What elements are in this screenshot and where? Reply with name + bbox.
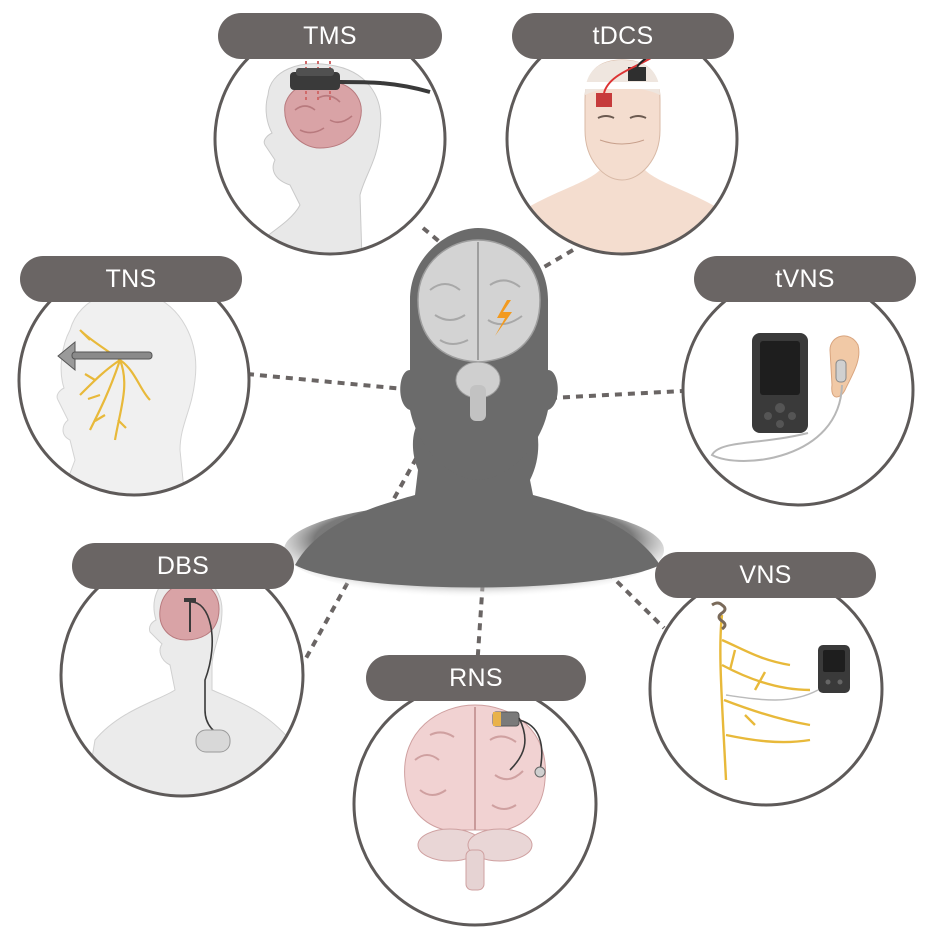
- connector-tvns: [549, 389, 684, 400]
- label-tms: TMS: [218, 13, 442, 59]
- dbs-pulse-generator-icon: [195, 729, 231, 753]
- label-vns: VNS: [655, 552, 876, 598]
- tvns-panel: [681, 273, 915, 507]
- tms-panel: [213, 22, 447, 256]
- label-tns: TNS: [20, 256, 242, 302]
- tns-illustration: [56, 290, 197, 495]
- lightning-icon: [495, 300, 512, 336]
- label-dbs: DBS: [72, 543, 294, 589]
- rns-implant-icon: [492, 711, 546, 778]
- tms-illustration: [238, 55, 431, 254]
- tns-panel: [17, 263, 251, 497]
- label-rns: RNS: [366, 655, 586, 701]
- vns-illustration: [711, 601, 850, 781]
- rns-panel: [352, 681, 598, 927]
- tvns-illustration: [710, 333, 860, 462]
- tms-coil-icon: [290, 68, 431, 94]
- dbs-illustration: [84, 574, 301, 796]
- tns-stimulator-icon: [57, 340, 153, 372]
- vns-panel: [648, 571, 884, 807]
- vns-device-icon: [818, 645, 850, 693]
- dbs-panel: [59, 552, 305, 798]
- connector-tns: [246, 372, 405, 391]
- label-tdcs: tDCS: [512, 13, 734, 59]
- central-head-icon: [284, 228, 664, 598]
- connector-tms: [421, 226, 496, 289]
- tdcs-panel: [505, 22, 739, 256]
- rns-illustration: [404, 704, 546, 891]
- label-tvns: tVNS: [694, 256, 916, 302]
- tvns-device-icon: [752, 333, 808, 433]
